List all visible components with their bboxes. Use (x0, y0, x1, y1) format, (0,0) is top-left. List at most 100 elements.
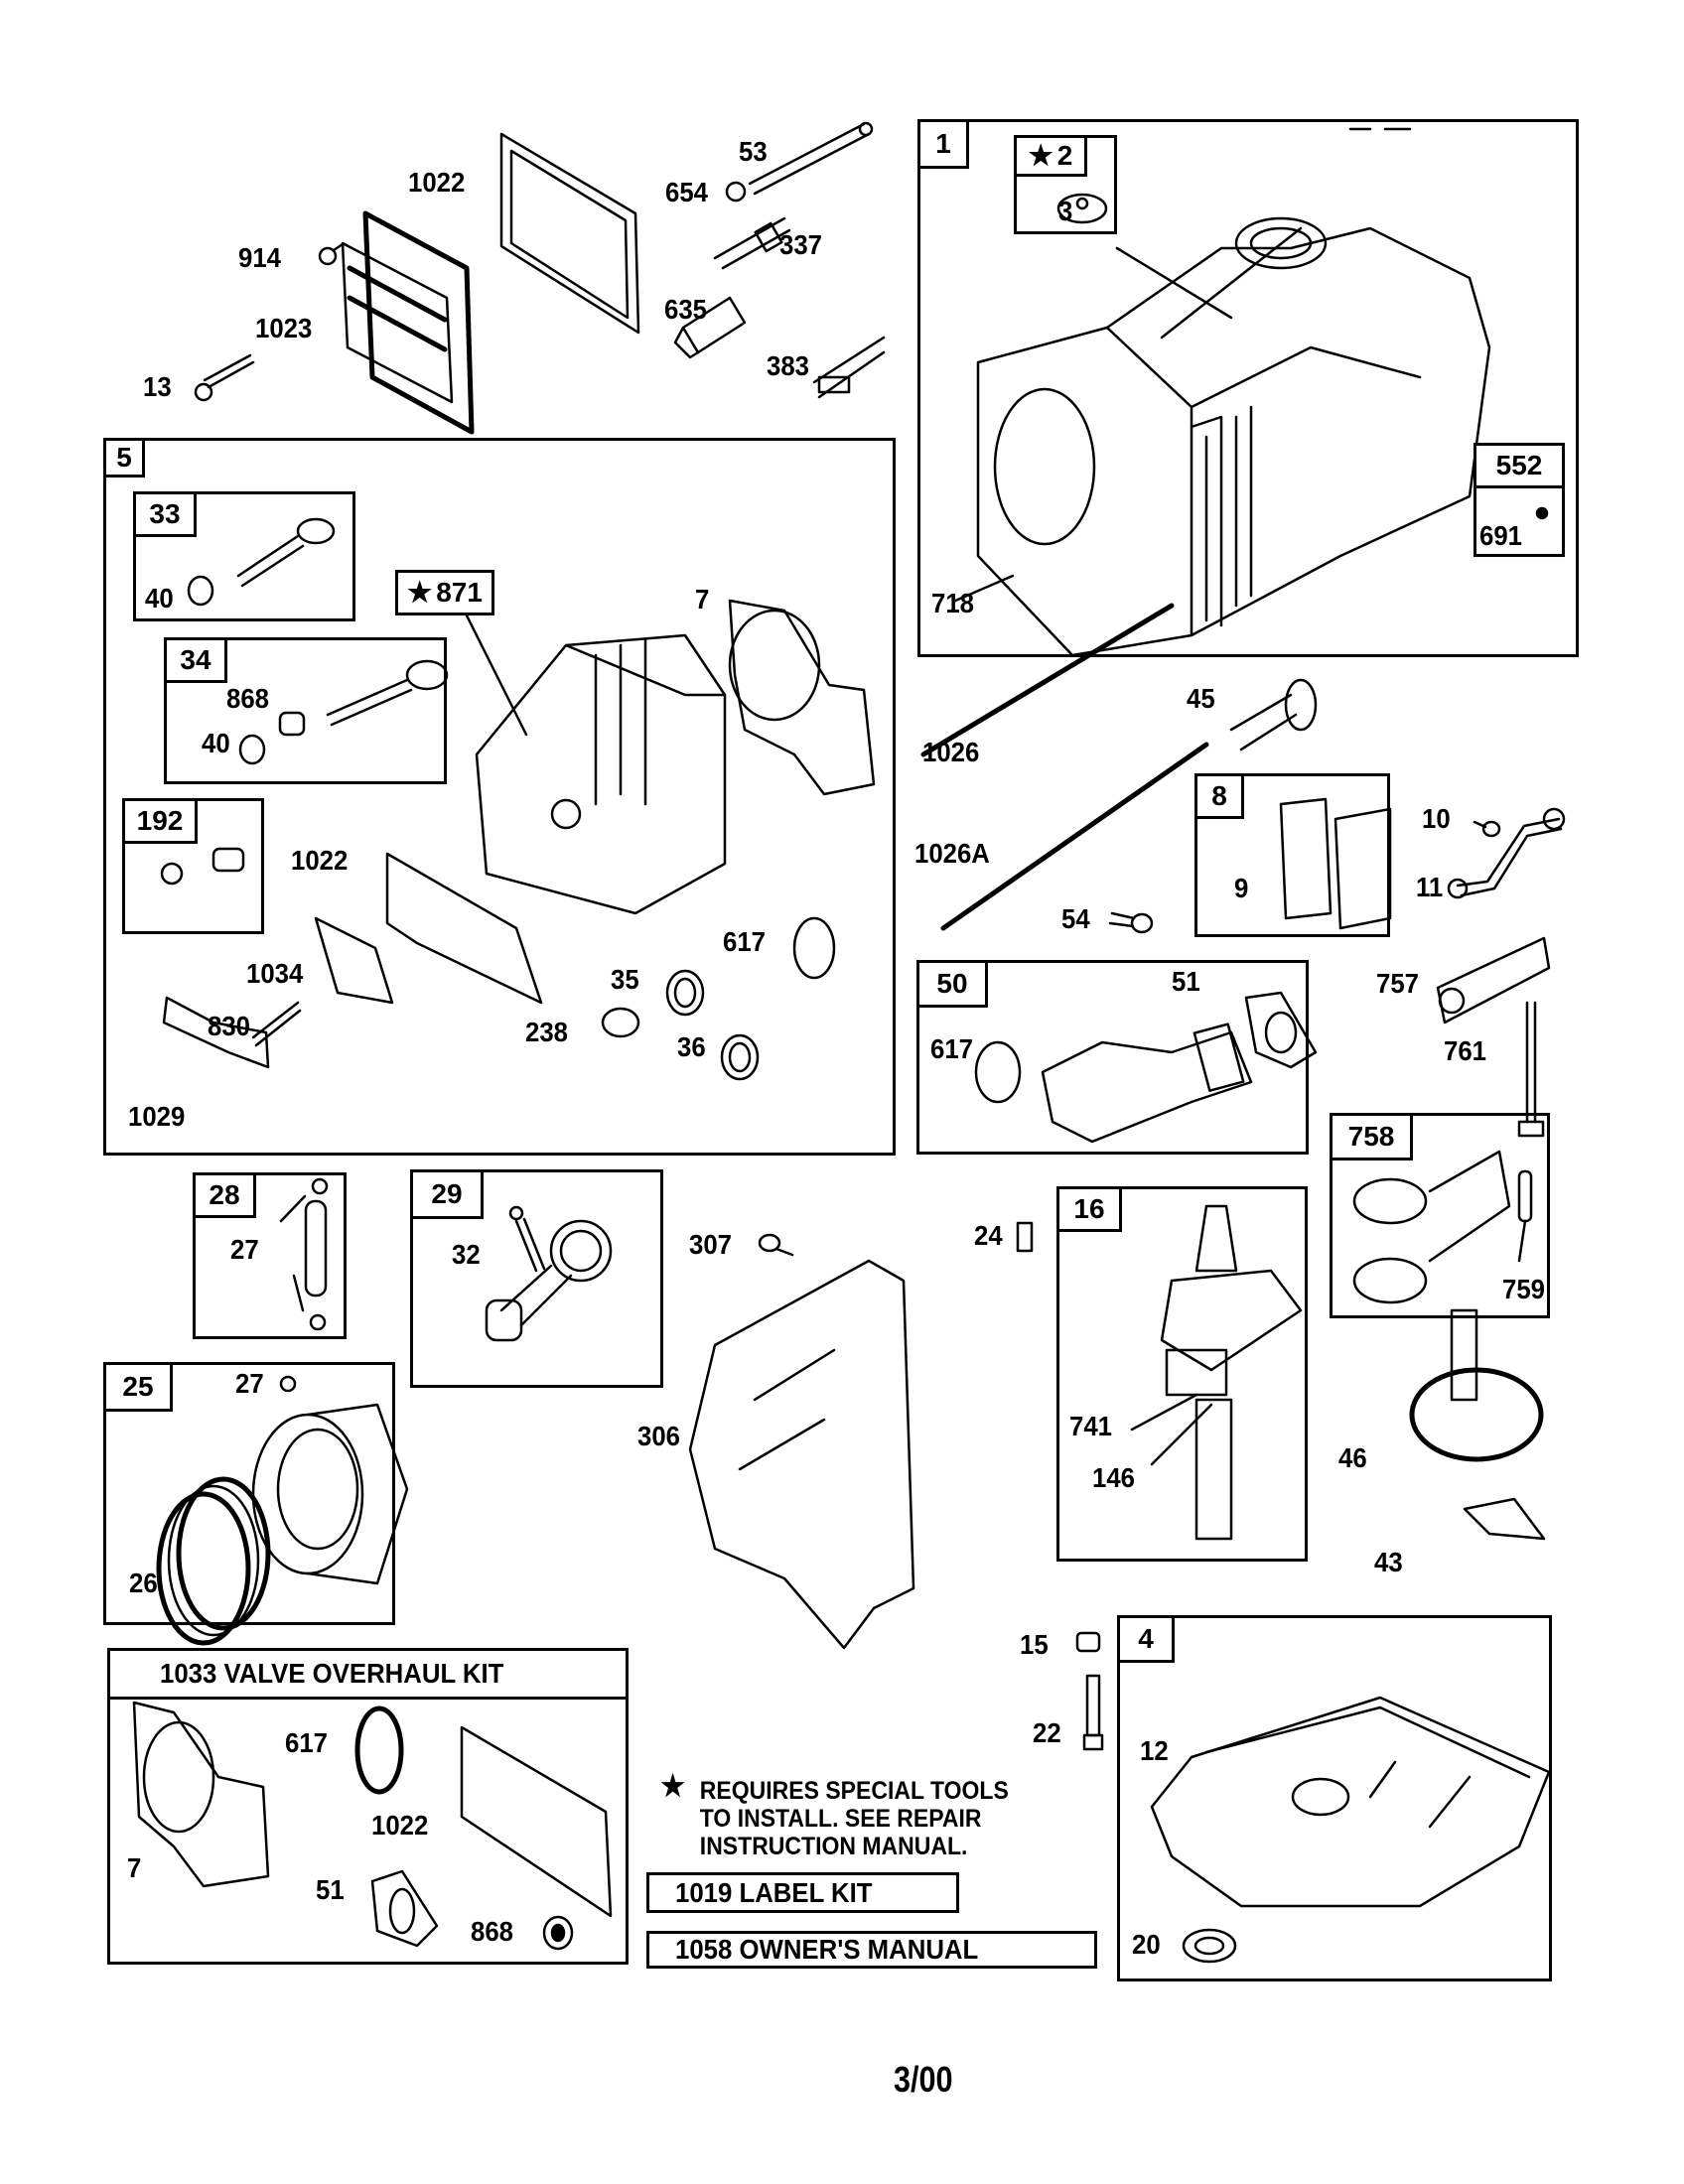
breather-192-drawing (160, 847, 245, 886)
governor-43-drawing (1463, 1497, 1546, 1541)
link-11-drawing (1447, 807, 1566, 899)
rocker-arm-1029-drawing (162, 996, 270, 1069)
label-kit-label: 1019 LABEL KIT (675, 1876, 873, 1908)
part-label: 830 (208, 1011, 250, 1041)
part-label: 868 (226, 683, 269, 714)
group-tag-8: 8 (1194, 773, 1244, 819)
part-label: 40 (145, 583, 174, 614)
part-label: 617 (723, 926, 766, 957)
special-tools-note: ★ REQUIRES SPECIAL TOOLS TO INSTALL. SEE… (660, 1772, 1009, 1861)
valve-34-drawing (238, 659, 449, 765)
part-label: 1026 (922, 737, 980, 767)
valve-cover-drawing (341, 210, 475, 435)
valve-overhaul-kit-title: 1033 VALVE OVERHAUL KIT (107, 1648, 629, 1700)
part-label: 9 (1234, 873, 1249, 903)
cap-238-drawing (601, 1007, 640, 1038)
part-label: 7 (695, 584, 710, 614)
part-label: 54 (1061, 903, 1090, 934)
group-box-4: 4 (1117, 1615, 1552, 1981)
part-label: 617 (285, 1727, 328, 1758)
part-label: 20 (1132, 1929, 1161, 1960)
bolt-22-drawing (1082, 1674, 1104, 1751)
part-label: 11 (1416, 872, 1444, 902)
piston-pin-drawing (279, 1177, 329, 1331)
group-box-28: 28 (193, 1172, 347, 1339)
group-box-29: 29 (410, 1169, 663, 1388)
clip-383-drawing (812, 336, 886, 399)
group-tag-25: 25 (103, 1362, 173, 1412)
part-label: 617 (930, 1033, 973, 1064)
key-24-drawing (1016, 1221, 1034, 1253)
cover-1034-drawing (314, 916, 394, 1005)
group-box-2: ★2 (1014, 135, 1117, 234)
bolt-13-drawing (194, 353, 255, 402)
part-label: 36 (677, 1031, 706, 1062)
star-icon: ★ (407, 577, 433, 608)
group-tag-16: 16 (1056, 1186, 1122, 1232)
seal-20-drawing (1182, 1928, 1237, 1964)
group-box-34: 34 (164, 637, 447, 784)
group-box-16: 16 (1056, 1186, 1308, 1562)
cylinder-block-drawing (951, 193, 1491, 657)
tappet-45-drawing (1229, 678, 1318, 751)
pin-759-drawing (1517, 1169, 1533, 1263)
o-ring-617-drawing (792, 916, 836, 980)
part-label: 22 (1033, 1717, 1061, 1748)
governor-lever-757-drawing (1436, 936, 1551, 1024)
kit-rocker-gasket-drawing (460, 1725, 613, 1918)
part-label: 7 (127, 1852, 142, 1883)
part-label: 26 (129, 1568, 158, 1598)
kit-intake-gasket-drawing (370, 1869, 439, 1948)
spark-plug-337-drawing (713, 216, 791, 270)
group-tag-552: 552 (1474, 443, 1565, 488)
part-label: 53 (739, 136, 768, 167)
part-label: 868 (471, 1916, 513, 1947)
group-box-871: ★871 (395, 570, 494, 615)
part-label: 27 (230, 1234, 259, 1265)
note-line-3: INSTRUCTION MANUAL. (699, 1833, 968, 1860)
owners-manual-label: 1058 OWNER'S MANUAL (675, 1934, 979, 1965)
group-box-552: 552 (1474, 443, 1565, 557)
part-label: 654 (665, 177, 708, 207)
part-label: 761 (1444, 1035, 1486, 1066)
part-label: 10 (1422, 803, 1451, 834)
group-tag-5: 5 (103, 438, 145, 478)
star-icon: ★ (1028, 140, 1053, 171)
head-gasket-7-drawing (728, 599, 876, 796)
screw-54-drawing (1108, 911, 1154, 934)
shaft-761-drawing (1517, 1001, 1545, 1138)
page-date: 3/00 (894, 2059, 953, 2100)
breather-gasket-9-drawing (1279, 797, 1333, 920)
group-box-192: 192 (122, 798, 264, 934)
tube-53-drawing (748, 121, 874, 196)
group-box-50: 50 (916, 960, 1309, 1155)
part-label: 757 (1376, 968, 1419, 999)
breather-8-drawing (1333, 807, 1392, 930)
group-tag-29: 29 (410, 1169, 484, 1219)
part-label: 691 (1479, 520, 1522, 551)
group-tag-192: 192 (122, 798, 198, 844)
bolt-32-drawing (508, 1205, 546, 1273)
group-tag-1: 1 (917, 119, 969, 169)
part-label: 1026A (914, 838, 990, 869)
cylinder-head-drawing (465, 614, 727, 915)
group-box-25: 25 (103, 1362, 395, 1625)
oil-sump-drawing (1150, 1696, 1551, 1908)
plug-15-drawing (1075, 1631, 1101, 1653)
clip-27-drawing (279, 1375, 297, 1393)
part-label: 1034 (246, 958, 304, 989)
part-label: 1023 (255, 313, 313, 343)
part-label: 51 (316, 1874, 345, 1905)
note-line-1: REQUIRES SPECIAL TOOLS (699, 1777, 1009, 1805)
part-label: 12 (1140, 1735, 1169, 1766)
screw-914-drawing (318, 242, 345, 266)
part-label: 759 (1502, 1274, 1545, 1304)
part-label: 40 (202, 728, 230, 758)
group-tag-28: 28 (193, 1172, 256, 1218)
air-guide-306-drawing (688, 1259, 915, 1650)
star-icon: ★ (660, 1770, 685, 1803)
part-label: 741 (1069, 1411, 1112, 1441)
rocker-gasket-1022-drawing (385, 852, 543, 1005)
part-label: 1022 (408, 167, 466, 198)
boot-635-drawing (673, 296, 747, 359)
